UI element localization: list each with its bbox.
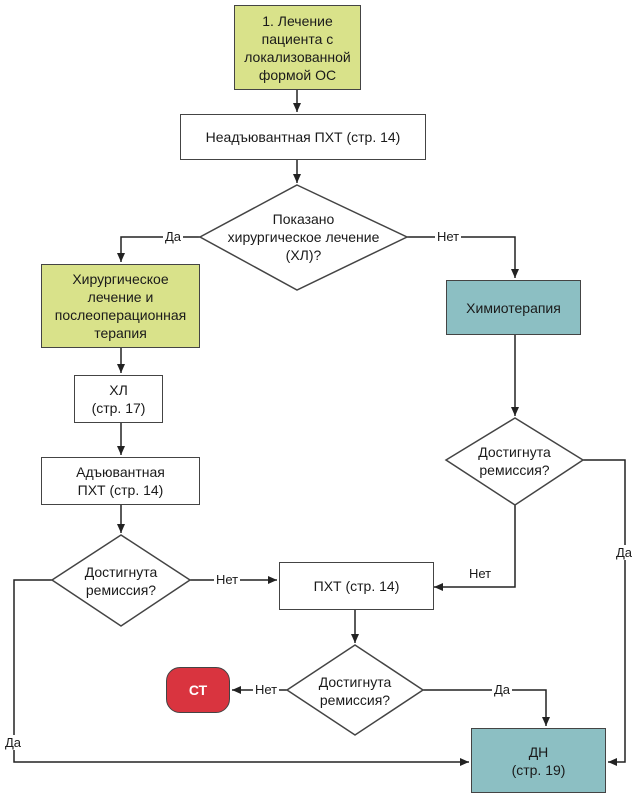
label-no-bottom: Нет <box>253 682 280 697</box>
hl-box: ХЛ (стр. 17) <box>74 375 163 423</box>
surgery-text: Хирургическое лечение и послеоперационна… <box>54 271 187 341</box>
label-yes-left: Да <box>3 735 24 750</box>
label-no-top: Нет <box>435 229 462 244</box>
arrow-decision-surgery <box>117 236 200 262</box>
adjuvant-text: Адъювантная ПХТ (стр. 14) <box>76 464 165 498</box>
arrow-remission-left-dn <box>13 579 469 766</box>
arrow-remission-right-pxt <box>434 505 516 591</box>
pxt-text: ПХТ (стр. 14) <box>313 578 400 594</box>
remission-bottom-text: Достигнута ремиссия? <box>318 674 392 708</box>
start-box: 1. Лечение пациента с локализованной фор… <box>234 5 361 90</box>
chemo-box: Химиотерапия <box>446 280 581 335</box>
remission-right-text: Достигнута ремиссия? <box>478 444 551 478</box>
arrow-remission-dn <box>423 689 550 726</box>
surgery-box: Хирургическое лечение и послеоперационна… <box>41 264 200 348</box>
label-no-right: Нет <box>467 566 494 581</box>
hl-text: ХЛ (стр. 17) <box>91 382 146 416</box>
diamond-remission-right <box>444 417 585 506</box>
label-yes-top: Да <box>163 229 184 244</box>
pxt-box: ПХТ (стр. 14) <box>279 562 434 610</box>
neoadjuvant-box: Неадъювантная ПХТ (стр. 14) <box>180 114 426 160</box>
surgery-indicated-text: Показано хирургическое лечение (ХЛ)? <box>227 211 380 263</box>
label-yes-right: Да <box>614 545 635 560</box>
st-text: СТ <box>188 682 208 698</box>
adjuvant-box: Адъювантная ПХТ (стр. 14) <box>41 457 200 505</box>
diamond-remission-bottom <box>285 644 425 736</box>
remission-left-text: Достигнута ремиссия? <box>84 564 158 598</box>
arrow-remission-right-dn <box>583 459 626 766</box>
start-text: 1. Лечение пациента с локализованной фор… <box>244 12 351 83</box>
diamond-surgery-indicated <box>198 184 409 291</box>
dn-box: ДН (стр. 19) <box>471 728 606 793</box>
st-terminal: СТ <box>166 667 230 713</box>
neoadjuvant-text: Неадъювантная ПХТ (стр. 14) <box>205 129 401 145</box>
dn-text: ДН (стр. 19) <box>511 743 566 778</box>
label-no-left: Нет <box>214 572 241 587</box>
diamond-remission-left <box>50 534 192 627</box>
label-yes-bottom: Да <box>492 682 513 697</box>
chemo-text: Химиотерапия <box>466 299 561 316</box>
